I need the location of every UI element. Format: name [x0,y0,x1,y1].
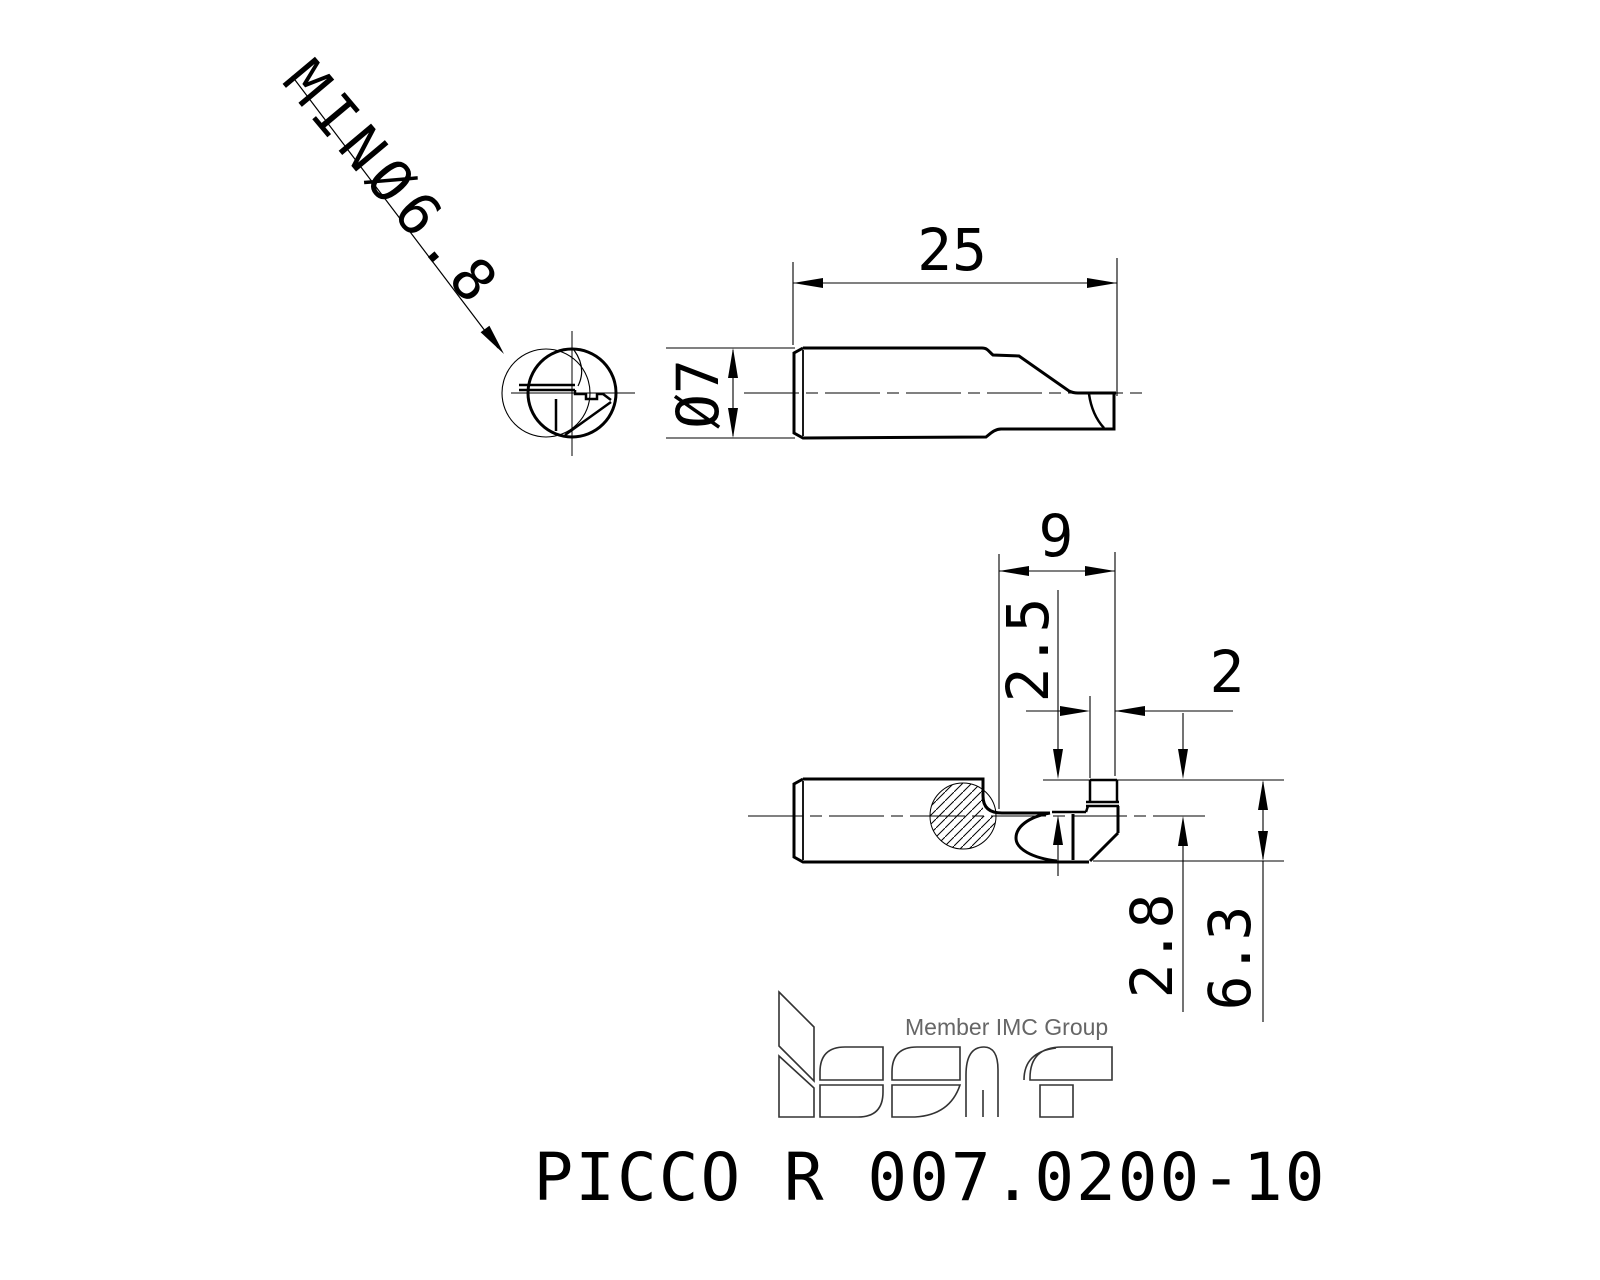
arrowhead [1060,706,1090,716]
part-number-label: PICCO R 007.0200-10 [534,1139,1327,1216]
arrowhead [1053,815,1063,845]
shank-length-value: 25 [917,216,987,284]
min-bore-label: MINØ6.8 [270,47,515,321]
section-hatch-fill [930,783,996,849]
dimension-head-length: 9 [998,502,1116,809]
arrowhead [1178,749,1188,779]
arrowhead [728,408,738,438]
detail-view [748,777,1284,864]
cut-width-value: 2 [1210,638,1245,706]
arrowhead [1258,831,1268,861]
logo-letter-r [1023,1046,1113,1118]
head-length-value: 9 [1039,502,1074,570]
side-view-outline [792,346,1116,440]
end-view-cutting-edges [519,383,612,437]
dimension-step-depth: 2.5 [994,590,1063,876]
logo-letter-a [965,1046,999,1117]
arrowhead [728,348,738,378]
detail-nose-arc [1014,811,1058,863]
shank-diameter-value: Ø7 [664,359,732,429]
arrowhead [1258,780,1268,810]
arrowhead [1053,749,1063,779]
side-view-relief-arc [1087,393,1105,429]
dimension-nose-offset: 2.8 [1118,713,1188,1012]
leader-arrowhead [480,325,504,354]
arrowhead [1085,566,1115,576]
min-bore-circle [501,348,591,438]
iscar-logo: Member IMC Group [778,990,1113,1118]
side-view [744,346,1142,440]
arrowhead [1178,816,1188,846]
logo-letter-i [778,990,815,1118]
min-bore-callout: MINØ6.8 [270,47,515,354]
section-circle [929,782,997,850]
detail-body-outline [792,777,1089,864]
leader-line [291,75,499,349]
step-depth-value: 2.5 [994,598,1062,703]
dimension-shank-diameter: Ø7 [664,347,795,439]
logo-letter-s [819,1046,884,1118]
arrowhead [793,278,823,288]
logo-tagline: Member IMC Group [905,1014,1108,1040]
head-height-value: 6.3 [1196,906,1264,1011]
logo-letter-c [891,1046,962,1118]
nose-offset-value: 2.8 [1118,894,1186,999]
end-view [501,331,635,456]
detail-tip-edges [1052,778,1120,863]
arrowhead [1087,278,1117,288]
tool-end-outline [526,347,618,439]
arrowhead [999,566,1029,576]
end-view-flute-face [573,349,583,387]
dimension-head-height: 6.3 [1196,780,1268,1022]
dimension-cut-width: 2 [1026,638,1244,778]
dimension-shank-length: 25 [792,216,1118,396]
